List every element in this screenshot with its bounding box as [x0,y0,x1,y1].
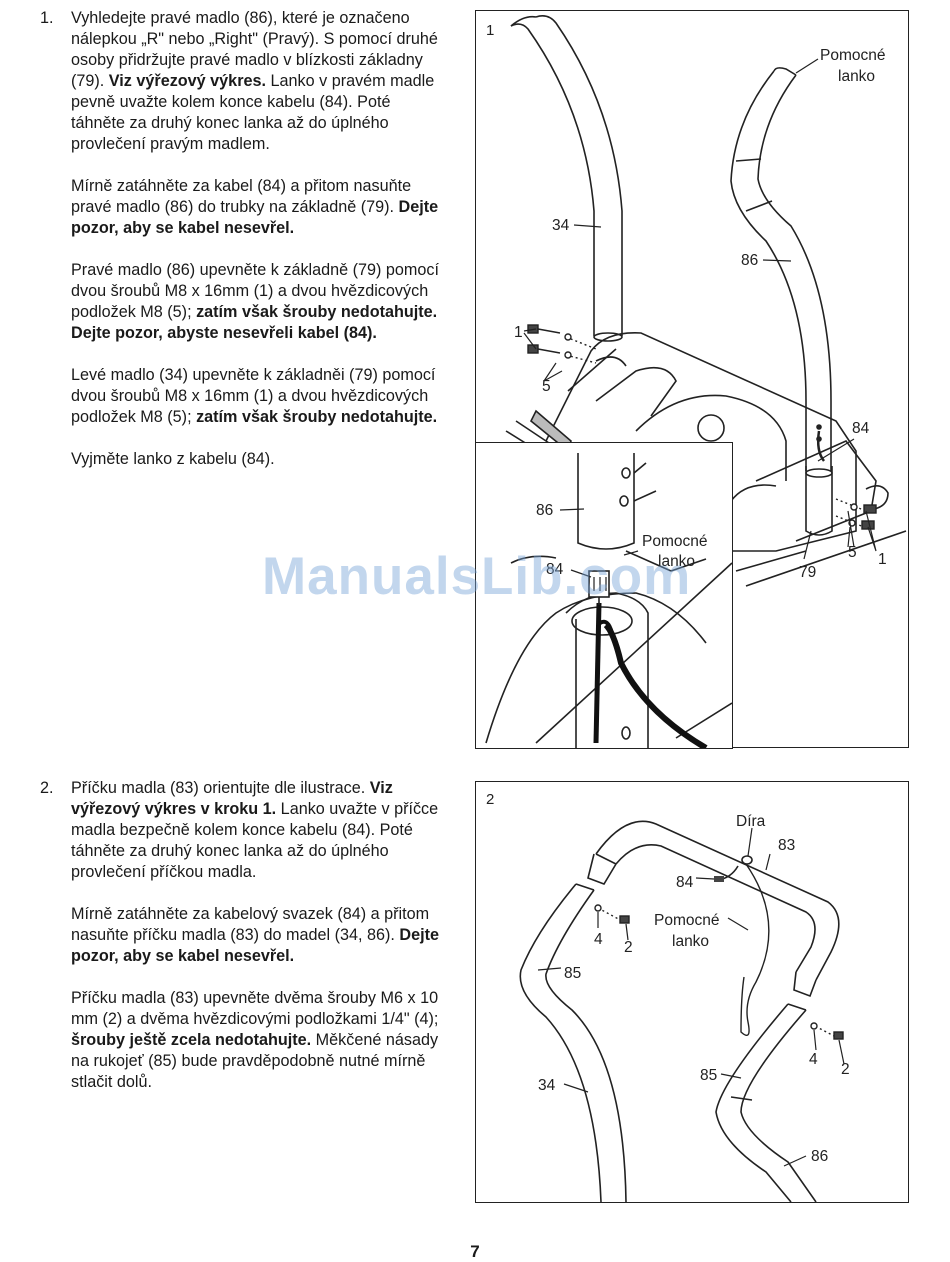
callout-86: 86 [536,502,553,519]
callout-79: 79 [799,564,816,581]
callout-2: 2 [841,1061,850,1078]
left-handlebar [519,883,627,1202]
step-1: 1. Vyhledejte pravé madlo (86), které je… [40,8,440,470]
step-body: Příčku madla (83) orientujte dle ilustra… [71,778,440,1093]
callout-pomocne-lanko: Pomocné [642,533,707,550]
step-paragraph: Mírně zatáhněte za kabelový svazek (84) … [71,905,440,965]
callout-83: 83 [778,837,795,854]
detail-inset: 86 Pomocné lanko 84 [475,442,733,749]
step-paragraph: Příčku madla (83) upevněte dvěma šrouby … [71,989,439,1091]
callout-84: 84 [852,420,870,437]
leader-lines [523,58,877,560]
step-paragraph: Pravé madlo (86) upevněte k základně (79… [71,261,440,342]
callout-85: 85 [700,1067,717,1084]
step-2: 2. Příčku madla (83) orientujte dle ilus… [40,778,440,1093]
base-assembly [505,332,907,587]
callout-5: 5 [542,378,551,395]
left-handlebar [510,15,623,342]
callout-86: 86 [741,252,758,269]
callout-2: 2 [624,939,633,956]
left-hardware [594,904,630,924]
right-handlebar [730,67,833,536]
callout-84: 84 [546,561,564,578]
callout-1: 1 [514,324,523,341]
figure-label: 2 [486,791,494,808]
callout-5: 5 [848,544,857,561]
callout-4: 4 [594,931,603,948]
step-paragraph: Příčku madla (83) orientujte dle ilustra… [71,779,439,881]
step-paragraph: Mírně zatáhněte za kabel (84) a přitom n… [71,177,439,237]
callout-dira: Díra [736,813,766,830]
callout-pomocne-lanko: Pomocné [820,47,885,64]
page-number: 7 [470,1242,480,1261]
step-paragraph: Vyjměte lanko z kabelu (84). [71,450,275,468]
callout-pomocne-lanko: lanko [658,553,695,570]
callout-34: 34 [552,217,570,234]
leader-lines [537,827,845,1167]
callout-1: 1 [878,551,887,568]
callout-4: 4 [809,1051,818,1068]
callout-34: 34 [538,1077,556,1094]
callout-pomocne-lanko: lanko [672,933,709,950]
step-number: 2. [40,779,54,797]
callout-84: 84 [676,874,694,891]
callout-86: 86 [811,1148,828,1165]
callout-85: 85 [564,965,581,982]
figure-2-drawing: 2 [486,791,850,1202]
figure-1-drawing: 1 [486,15,907,587]
figure-2: 2 [475,781,909,1203]
left-hardware [527,324,597,364]
callout-pomocne-lanko: Pomocné [654,912,719,929]
step-paragraph: Levé madlo (34) upevněte k základněi (79… [71,366,438,426]
figure-label: 1 [486,22,494,39]
figure-1: 1 [475,10,909,749]
right-hardware [810,1022,844,1040]
callout-pomocne-lanko: lanko [838,68,875,85]
right-handlebar [715,1003,817,1202]
step-body: Vyhledejte pravé madlo (86), které je oz… [71,8,440,470]
step-number: 1. [40,9,54,27]
step-paragraph: Vyhledejte pravé madlo (86), které je oz… [71,9,438,153]
crossbar-83 [587,820,840,998]
